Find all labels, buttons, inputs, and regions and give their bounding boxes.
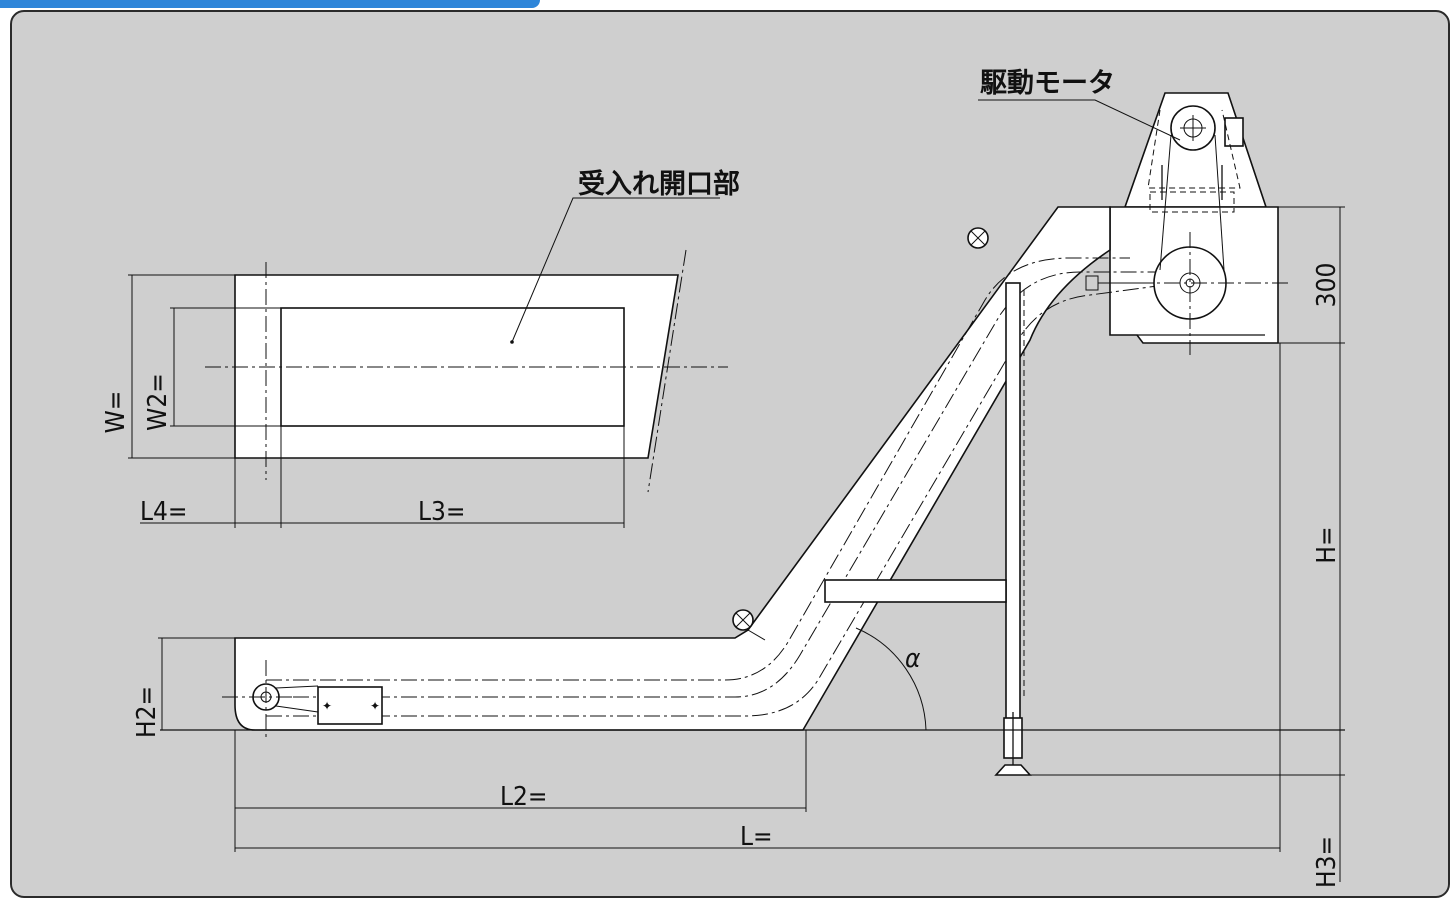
motor-pulley — [1147, 105, 1244, 271]
height-300-label: 300 — [1312, 263, 1342, 308]
leg-brace — [824, 579, 1007, 603]
drive-sprocket — [1085, 232, 1290, 355]
l-dimension-label: L= — [740, 822, 773, 852]
l4-dimension-label: L4= — [140, 497, 188, 527]
svg-text:✦: ✦ — [322, 699, 332, 713]
header-tab — [0, 0, 540, 8]
leveling-foot — [994, 712, 1032, 776]
w2-dimension-label: W2= — [143, 373, 173, 431]
angle-label: α — [905, 644, 921, 674]
support-leg — [1005, 282, 1021, 729]
opening-leader — [511, 197, 720, 343]
inspection-cover-upper-icon — [967, 227, 989, 249]
w-dimension-label: W= — [101, 391, 131, 434]
dimensions — [158, 206, 1345, 882]
inspection-cover-icon — [732, 609, 766, 641]
h-dimension-label: H= — [1312, 526, 1342, 563]
svg-text:✦: ✦ — [370, 699, 380, 713]
h3-dimension-label: H3= — [1312, 836, 1342, 888]
conveyor-body — [234, 206, 1111, 731]
drive-motor-label: 駆動モータ — [980, 68, 1115, 99]
h2-dimension-label: H2= — [132, 686, 162, 738]
receiving-opening-label: 受入れ開口部 — [578, 168, 740, 200]
tensioner-block — [317, 686, 383, 725]
angle-arc — [855, 627, 927, 731]
top-view — [128, 197, 728, 528]
l2-dimension-label: L2= — [500, 782, 548, 812]
l3-dimension-label: L3= — [418, 497, 466, 527]
motor-leader — [978, 99, 1181, 141]
break-line — [647, 249, 687, 493]
side-view: ✦ ✦ — [222, 92, 1290, 776]
